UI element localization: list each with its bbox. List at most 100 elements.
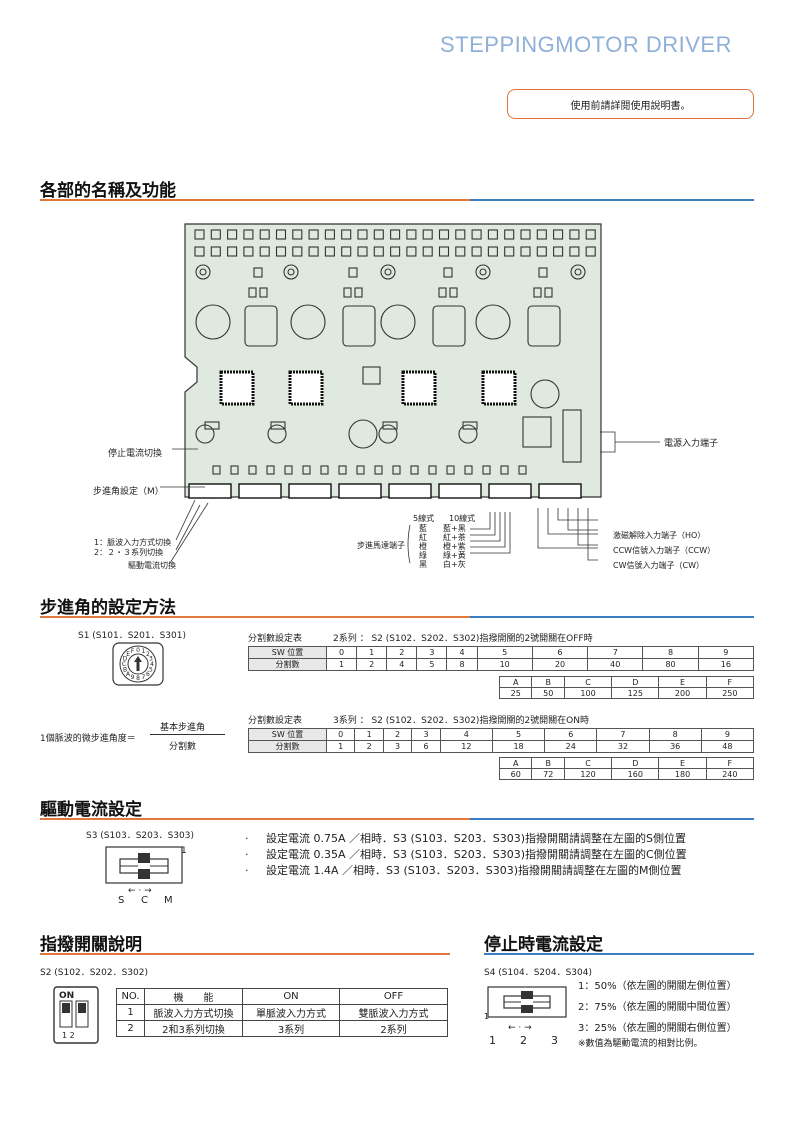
board-component [464, 465, 473, 475]
board-pad [259, 229, 270, 240]
list-item: · 設定電流 1.4A ／相時．S3 (S103．S203．S303)指撥開關請… [245, 864, 682, 877]
board-pad [243, 229, 254, 240]
board-pad [390, 229, 401, 240]
s3-label: S3 (S103．S203．S303) [86, 831, 194, 841]
section-rule [484, 953, 754, 955]
label-ccw-terminal: CCW信號入力端子（CCW） [613, 546, 716, 555]
stop-current-settings: 1：50%（依左圖的開關左側位置） 2：75%（依左圖的開關中間位置） 3：25… [578, 976, 737, 1039]
rotary-digit: 3 [149, 656, 153, 663]
board-pad [390, 246, 401, 257]
label-five-wire: 5線式 [413, 514, 435, 523]
label-motor-terminal: 步進馬達端子 [357, 541, 405, 550]
rotary-switch-icon [378, 424, 398, 444]
screw-icon [479, 268, 487, 276]
capacitor-icon [475, 304, 511, 340]
board-pad [536, 246, 547, 257]
table-a-caption: 分割數設定表 [248, 634, 303, 644]
svg-text:1 2: 1 2 [62, 1031, 75, 1040]
position-3: 3 [551, 1034, 558, 1047]
driver-board-diagram [184, 223, 602, 499]
board-pad [487, 229, 498, 240]
board-pad [210, 246, 221, 257]
relay-icon [527, 305, 561, 347]
board-component [266, 465, 275, 475]
label-ten-wire: 10線式 [449, 514, 476, 523]
table-b-caption: 分割數設定表 [248, 716, 303, 726]
screw-icon [380, 264, 396, 280]
board-component [482, 465, 491, 475]
s4-switch-one: 1 [484, 1012, 490, 1021]
board-component [248, 465, 257, 475]
svg-text:← · →: ← · → [128, 886, 152, 896]
board-pad [357, 246, 368, 257]
terminal-connector [338, 483, 382, 499]
board-component [230, 465, 239, 475]
letter-s: S [118, 895, 125, 906]
board-component [338, 465, 347, 475]
label-power-terminal: 電源入力端子 [664, 439, 719, 449]
wire-colors-10: 藍+黑紅+茶橙+紫綠+黃白+灰 [443, 524, 466, 569]
capacitor-icon [348, 419, 378, 449]
switch-icon [462, 421, 478, 430]
wire-colors-5: 藍紅橙綠黑 [419, 524, 427, 569]
board-pad [194, 229, 205, 240]
svg-text:ON: ON [59, 991, 74, 1001]
board-component [284, 465, 293, 475]
board-pad [422, 229, 433, 240]
board-pad [504, 229, 515, 240]
board-pad [471, 246, 482, 257]
board-pad [373, 229, 384, 240]
leader-lines [160, 431, 660, 564]
rotary-digit: 9 [131, 674, 135, 681]
section-rule [40, 199, 470, 201]
board-pad [455, 246, 466, 257]
position-2: 2 [520, 1034, 527, 1047]
relay-icon [342, 305, 376, 347]
board-pad [373, 246, 384, 257]
board-component [320, 465, 329, 475]
switch-icon [382, 421, 398, 430]
capacitor-icon [195, 304, 231, 340]
board-component [533, 287, 542, 298]
terminal-connector [538, 483, 582, 499]
screw-icon [475, 264, 491, 280]
section-title-step-angle: 步進角的設定方法 [40, 598, 176, 618]
label-switch-2: 2：２・３系列切換 [94, 548, 164, 557]
board-component [354, 287, 363, 298]
regulator-icon [362, 366, 381, 385]
rotary-switch-icon [267, 424, 287, 444]
list-item: · 設定電流 0.35A ／相時．S3 (S103．S203．S303)指撥開關… [245, 848, 687, 861]
section-rule [40, 616, 470, 618]
list-item: 2：75%（依左圖的開關中間位置） [578, 1002, 737, 1013]
power-connector [562, 409, 582, 463]
board-pad [210, 229, 221, 240]
board-pad [520, 246, 531, 257]
switch-icon [270, 421, 286, 430]
board-pad [504, 246, 515, 257]
board-pad [520, 229, 531, 240]
board-pad [357, 229, 368, 240]
rotary-digit: 2 [146, 651, 150, 658]
board-pad [194, 246, 205, 257]
board-component [428, 465, 437, 475]
s1-label: S1 (S101．S201．S301) [78, 631, 186, 641]
rotary-digit: 0 [136, 647, 140, 654]
screw-icon [195, 264, 211, 280]
board-pad [585, 229, 596, 240]
board-pad [227, 246, 238, 257]
board-pad [536, 229, 547, 240]
terminal-connector [488, 483, 532, 499]
board-pad [227, 229, 238, 240]
board-component [500, 465, 509, 475]
board-component [212, 465, 221, 475]
board-component [374, 465, 383, 475]
